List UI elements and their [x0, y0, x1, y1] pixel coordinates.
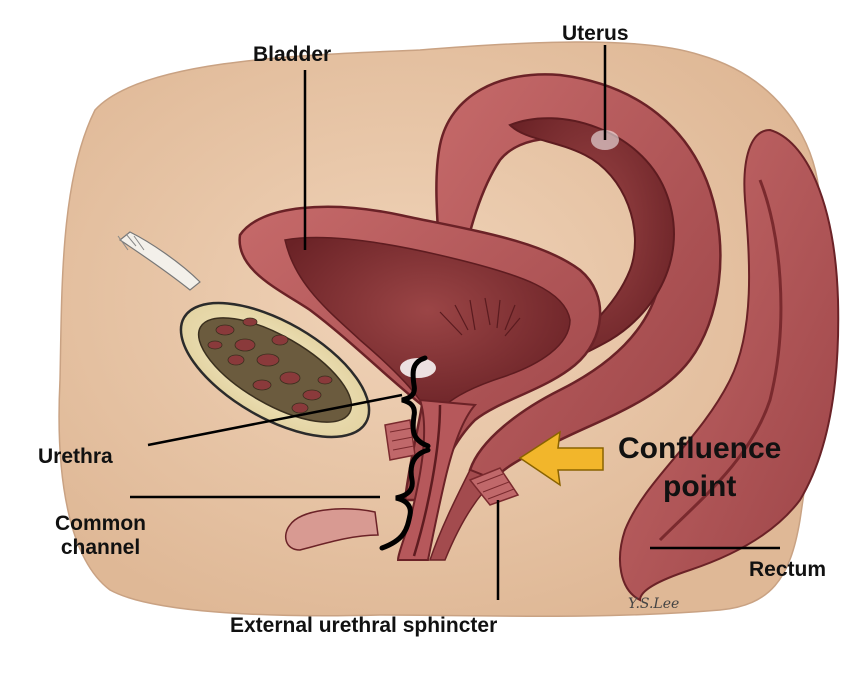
artist-signature: Y.S.Lee: [628, 596, 679, 612]
sphincter-muscle-left: [385, 420, 415, 460]
label-confluence-point: Confluence point: [618, 430, 781, 505]
label-external-urethral-sphincter: External urethral sphincter: [230, 614, 497, 638]
label-common-channel: Common channel: [55, 512, 146, 560]
label-uterus: Uterus: [562, 22, 629, 46]
label-bladder: Bladder: [253, 43, 331, 67]
label-urethra: Urethra: [38, 445, 113, 469]
label-rectum: Rectum: [749, 558, 826, 582]
